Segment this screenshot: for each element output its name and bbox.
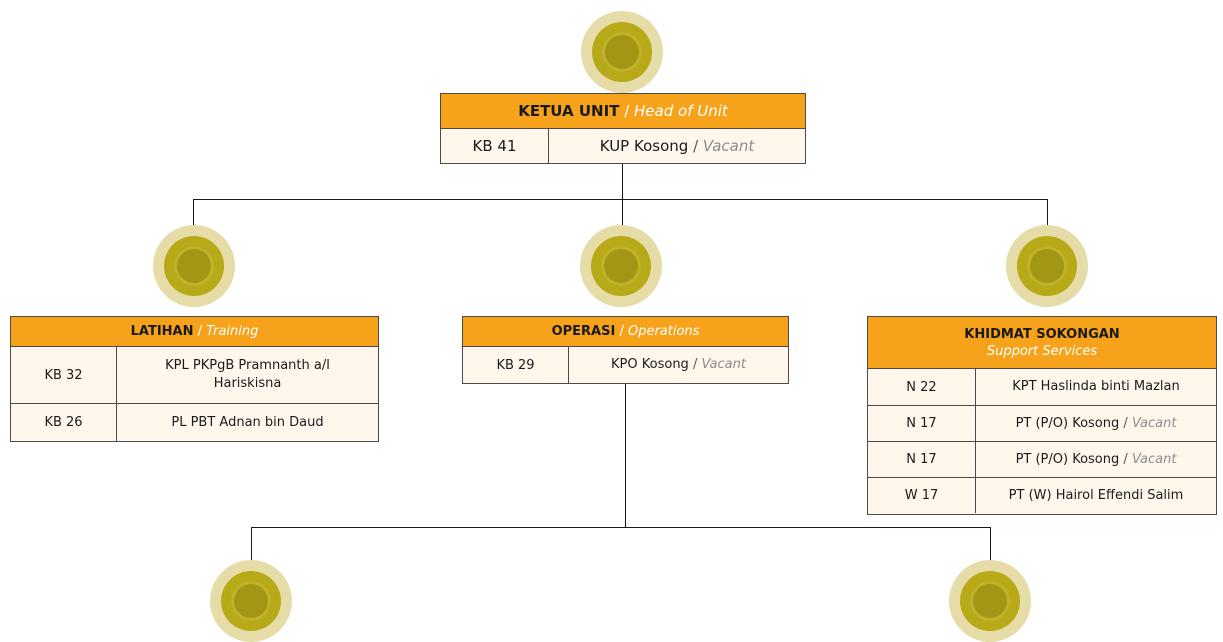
grade-cell: KB 32 <box>11 347 117 403</box>
table-row: W 17 PT (W) Hairol Effendi Salim <box>868 477 1216 513</box>
connector-line <box>622 199 623 227</box>
support-title: KHIDMAT SOKONGAN <box>964 327 1120 342</box>
grade-cell: N 17 <box>868 442 976 477</box>
support-box: KHIDMAT SOKONGAN Support Services N 22 K… <box>867 316 1217 515</box>
operations-title: OPERASI <box>551 324 616 339</box>
training-box: LATIHAN / Training KB 32 KPL PKPgB Pramn… <box>10 316 379 442</box>
holder-cell: KPT Haslinda binti Mazlan <box>1012 379 1180 394</box>
operations-subtitle: Operations <box>627 324 700 339</box>
head-unit-row: KB 41 KUP Kosong / Vacant <box>441 129 805 163</box>
holder-cell: PT (P/O) Kosong / Vacant <box>1015 415 1177 431</box>
training-header: LATIHAN / Training <box>11 317 378 347</box>
grade-cell: N 22 <box>868 369 976 405</box>
holder-cell: PT (W) Hairol Effendi Salim <box>1008 487 1184 503</box>
support-header: KHIDMAT SOKONGAN Support Services <box>868 317 1216 369</box>
table-row: N 22 KPT Haslinda binti Mazlan <box>868 369 1216 405</box>
connector-line <box>193 199 194 227</box>
training-title: LATIHAN <box>130 324 194 339</box>
operations-row: KB 29 KPO Kosong / Vacant <box>463 347 788 383</box>
holder-cell: KUP Kosong / Vacant <box>599 137 755 155</box>
head-unit-subtitle: Head of Unit <box>634 102 728 120</box>
connector-line <box>990 527 991 563</box>
holder-cell: KPL PKPgB Pramnanth a/l Hariskisna <box>165 358 330 391</box>
head-unit-box: KETUA UNIT / Head of Unit KB 41 KUP Koso… <box>440 93 806 164</box>
head-unit-header: KETUA UNIT / Head of Unit <box>441 94 805 129</box>
avatar-support <box>1006 225 1088 307</box>
grade-cell: N 17 <box>868 406 976 441</box>
connector-line <box>193 199 1048 200</box>
connector-line <box>251 527 252 563</box>
grade-cell: W 17 <box>868 478 976 513</box>
connector-line <box>622 163 623 200</box>
table-row: KB 26 PL PBT Adnan bin Daud <box>11 403 378 441</box>
holder-cell: KPO Kosong / Vacant <box>611 357 746 372</box>
training-subtitle: Training <box>206 324 259 339</box>
operations-box: OPERASI / Operations KB 29 KPO Kosong / … <box>462 316 789 384</box>
table-row: KB 32 KPL PKPgB Pramnanth a/l Hariskisna <box>11 347 378 403</box>
holder-cell: PT (P/O) Kosong / Vacant <box>1015 451 1177 467</box>
support-subtitle: Support Services <box>986 344 1098 359</box>
grade-cell: KB 26 <box>11 404 117 441</box>
holder-cell: PL PBT Adnan bin Daud <box>171 414 324 430</box>
connector-line <box>625 383 626 528</box>
table-row: N 17 PT (P/O) Kosong / Vacant <box>868 405 1216 441</box>
avatar-head <box>581 11 663 93</box>
table-row: N 17 PT (P/O) Kosong / Vacant <box>868 441 1216 477</box>
avatar-operations <box>580 225 662 307</box>
avatar-sub-left <box>210 560 292 642</box>
head-unit-title: KETUA UNIT <box>518 102 620 120</box>
grade-cell: KB 41 <box>441 129 549 163</box>
operations-header: OPERASI / Operations <box>463 317 788 347</box>
avatar-training <box>153 225 235 307</box>
connector-line <box>1047 199 1048 227</box>
connector-line <box>251 527 991 528</box>
grade-cell: KB 29 <box>463 347 569 383</box>
avatar-sub-right <box>949 560 1031 642</box>
